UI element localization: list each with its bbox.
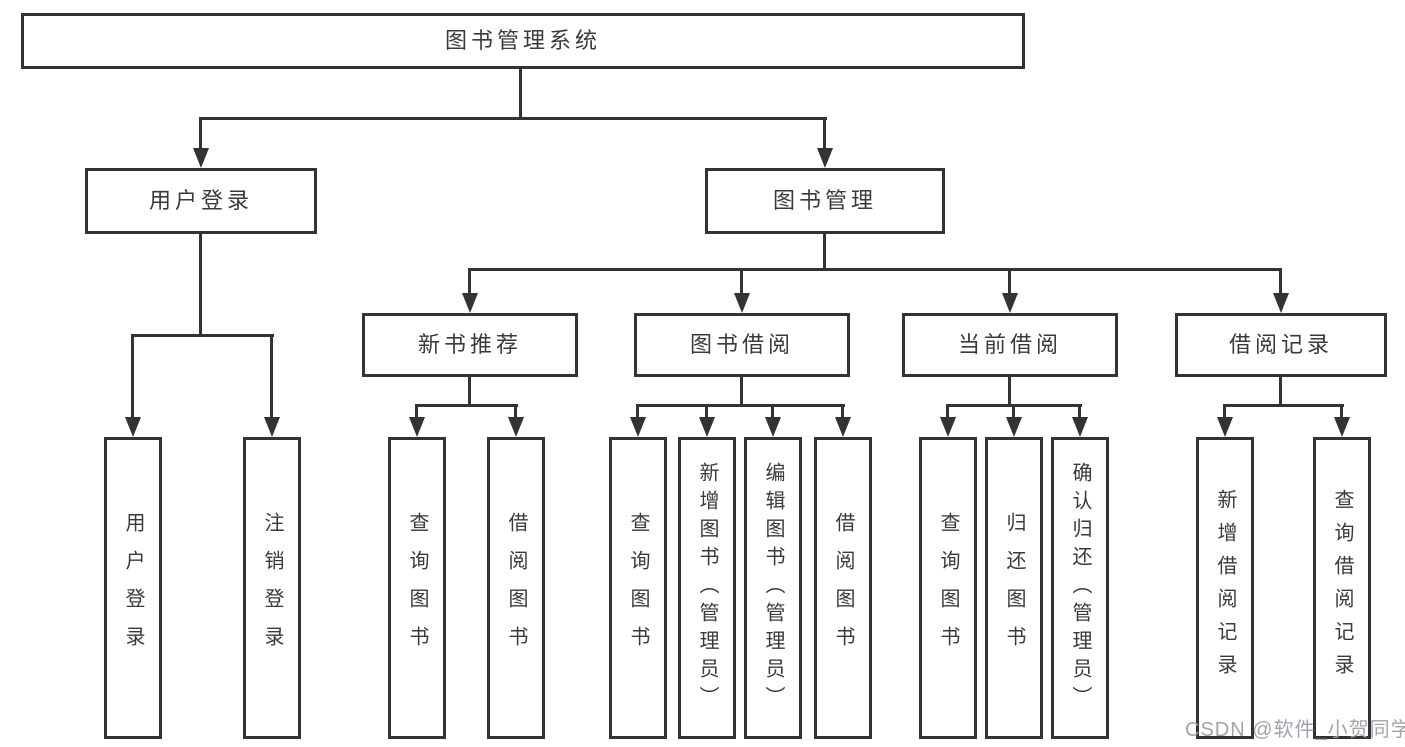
leaf-add-book-admin: 新增图书（管理员） [678,437,736,739]
node-label: 图书管理 [772,188,877,213]
connector-user-login-drop-1 [131,334,134,419]
connector-book-borrow-bar [636,404,845,407]
arrowhead-return-books [1006,417,1022,437]
node-label: 借阅记录 [1228,332,1333,357]
connector-current-borrow-stem [1008,377,1011,406]
connector-root-drop-left [199,117,202,149]
arrowhead-query-borrow-record [1334,417,1350,437]
leaf-query-books-2: 查询图书 [609,437,667,739]
leaf-confirm-return-admin: 确认归还（管理员） [1051,437,1109,739]
leaf-label: 编辑图书（管理员） [762,462,784,714]
connector-current-borrow-drop-2 [1012,404,1015,419]
node-new-book-recommend: 新书推荐 [362,313,578,377]
leaf-label: 确认归还（管理员） [1069,462,1091,714]
connector-records-drop-1 [1223,404,1226,419]
connector-new-book-drop-2 [514,404,517,419]
leaf-label: 新增图书（管理员） [696,462,718,714]
arrowhead-borrow-books-2 [835,417,851,437]
leaf-user-login: 用户登录 [104,437,162,739]
leaf-label: 借阅图书 [505,512,527,664]
connector-book-borrow-stem [740,377,743,406]
connector-user-login-drop-2 [270,334,273,419]
arrowhead-user-login [193,148,209,168]
connector-book-mgmt-drop-3 [1008,268,1011,295]
leaf-borrow-books-2: 借阅图书 [814,437,872,739]
node-label: 图书管理系统 [444,28,601,53]
leaf-label: 注销登录 [261,512,283,664]
connector-records-bar [1223,404,1344,407]
leaf-borrow-books-1: 借阅图书 [487,437,545,739]
node-label: 图书借阅 [689,332,794,357]
arrowhead-edit-book [765,417,781,437]
connector-book-mgmt-drop-4 [1279,268,1282,295]
leaf-label: 用户登录 [122,512,144,664]
connector-book-borrow-drop-3 [771,404,774,419]
connector-new-book-bar [415,404,518,407]
leaf-query-books-1: 查询图书 [388,437,446,739]
leaf-label: 查询图书 [937,512,959,664]
connector-user-login-stem [199,234,202,336]
connector-book-mgmt-stem [823,234,826,270]
connector-book-mgmt-drop-1 [468,268,471,295]
arrowhead-user-login-leaf [125,417,141,437]
watermark: CSDN @软件_小贺同学 [1185,719,1405,741]
arrowhead-new-book-recommend [462,293,478,313]
leaf-label: 借阅图书 [832,512,854,664]
leaf-query-borrow-record: 查询借阅记录 [1313,437,1371,739]
node-label: 当前借阅 [957,332,1062,357]
connector-user-login-bar [131,334,274,337]
arrowhead-query-books-3 [940,417,956,437]
leaf-query-books-3: 查询图书 [919,437,977,739]
connector-new-book-drop-1 [415,404,418,419]
arrowhead-current-borrowing [1002,293,1018,313]
node-user-login: 用户登录 [85,168,317,234]
arrowhead-add-book [699,417,715,437]
connector-root-bar [199,117,827,120]
connector-book-borrow-drop-1 [636,404,639,419]
arrowhead-borrow-records [1273,293,1289,313]
arrowhead-borrow-books-1 [508,417,524,437]
arrowhead-query-books-2 [630,417,646,437]
connector-book-borrow-drop-2 [705,404,708,419]
arrowhead-add-borrow-record [1217,417,1233,437]
arrowhead-logout-leaf [264,417,280,437]
node-label: 新书推荐 [417,332,522,357]
connector-book-mgmt-bar [468,268,1282,271]
connector-book-borrow-drop-4 [841,404,844,419]
connector-records-stem [1279,377,1282,406]
connector-book-mgmt-drop-2 [740,268,743,295]
connector-current-borrow-drop-1 [946,404,949,419]
node-book-borrowing: 图书借阅 [634,313,850,377]
node-book-management: 图书管理 [705,168,945,234]
leaf-label: 查询图书 [627,512,649,664]
leaf-logout: 注销登录 [243,437,301,739]
connector-root-drop-right [823,117,826,149]
arrowhead-confirm-return [1072,417,1088,437]
connector-records-drop-2 [1340,404,1343,419]
leaf-label: 新增借阅记录 [1214,489,1236,687]
node-library-system: 图书管理系统 [21,13,1025,69]
node-label: 用户登录 [148,188,253,213]
node-current-borrowing: 当前借阅 [902,313,1118,377]
arrowhead-book-borrowing [734,293,750,313]
connector-new-book-stem [468,377,471,406]
leaf-label: 归还图书 [1003,512,1025,664]
leaf-return-books: 归还图书 [985,437,1043,739]
node-borrow-records: 借阅记录 [1175,313,1387,377]
arrowhead-book-management [817,148,833,168]
leaf-edit-book-admin: 编辑图书（管理员） [744,437,802,739]
leaf-add-borrow-record: 新增借阅记录 [1196,437,1254,739]
leaf-label: 查询图书 [406,512,428,664]
connector-current-borrow-drop-3 [1078,404,1081,419]
arrowhead-query-books-1 [409,417,425,437]
connector-root-stem [519,69,522,119]
leaf-label: 查询借阅记录 [1331,489,1353,687]
